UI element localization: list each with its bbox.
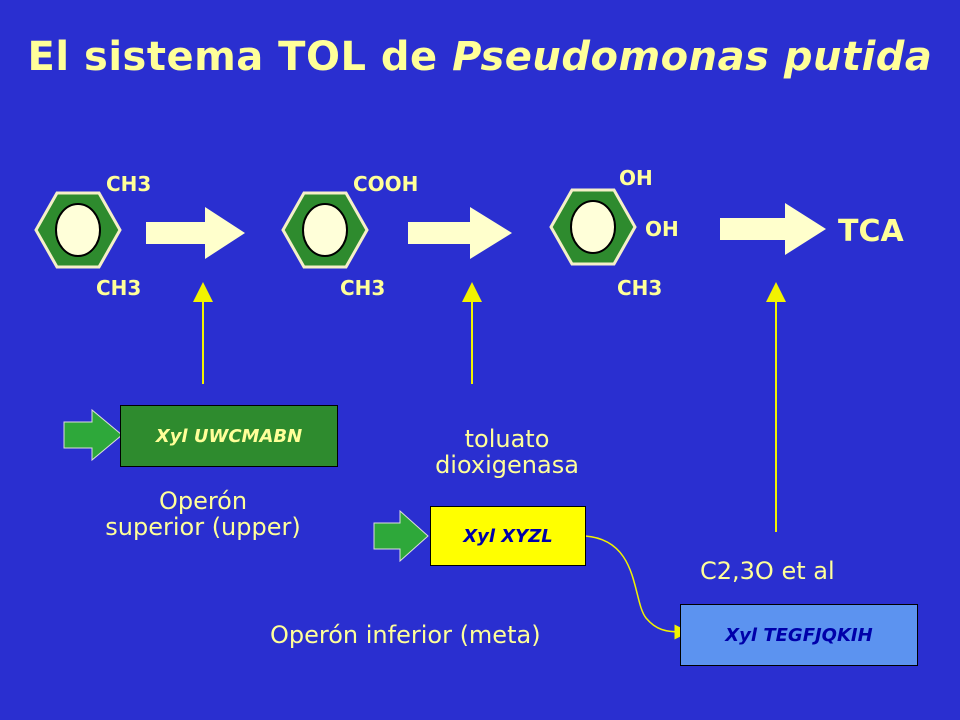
mol3-top-label: OH: [619, 166, 653, 190]
meta-target-genes: Xyl TEGFJQKIH: [725, 624, 873, 646]
toluate-dioxygenase-label: toluato dioxigenasa: [400, 426, 614, 478]
mol1-bottom-label: CH3: [96, 276, 142, 300]
mol2-bottom-label: CH3: [340, 276, 386, 300]
reaction-arrow-2: [408, 207, 512, 259]
c23o-label: C2,3O et al: [700, 557, 835, 585]
upper-operon-genes: Xyl UWCMABN: [155, 425, 303, 447]
mol1-top-label: CH3: [106, 172, 152, 196]
upper-operon-label: Operón superior (upper): [66, 488, 340, 540]
upper-operon-box: Xyl UWCMABN: [120, 405, 338, 467]
meta-operon-box: Xyl XYZL: [430, 506, 586, 566]
tca-product-label: TCA: [838, 214, 904, 249]
mol3-bottom-label: CH3: [617, 276, 663, 300]
meta-promoter-arrow-icon: [373, 509, 429, 563]
reaction-arrow-3: [720, 203, 826, 255]
upper-promoter-arrow-icon: [63, 408, 123, 462]
title-organism: Pseudomonas putida: [452, 34, 933, 80]
dioxygenase-line: dioxigenasa: [435, 451, 579, 479]
mol3-side-label: OH: [645, 217, 679, 241]
operon-link-curve: [584, 535, 690, 640]
catechol-ring-icon: [549, 188, 637, 266]
toluene-ring-icon: [34, 191, 122, 269]
mol2-top-label: COOH: [353, 172, 419, 196]
reaction-arrow-1: [146, 207, 245, 259]
upper-operon-line1: Operón: [158, 487, 248, 515]
slide-title: El sistema TOL de Pseudomonas putida: [0, 34, 960, 80]
meta-operon-label: Operón inferior (meta): [270, 621, 541, 649]
title-prefix: El sistema TOL de: [27, 34, 453, 80]
toluate-line: toluato: [464, 425, 550, 453]
upper-operon-line2: superior (upper): [105, 513, 301, 541]
meta-target-box: Xyl TEGFJQKIH: [680, 604, 918, 666]
toluate-ring-icon: [281, 191, 369, 269]
meta-operon-genes: Xyl XYZL: [463, 525, 553, 547]
